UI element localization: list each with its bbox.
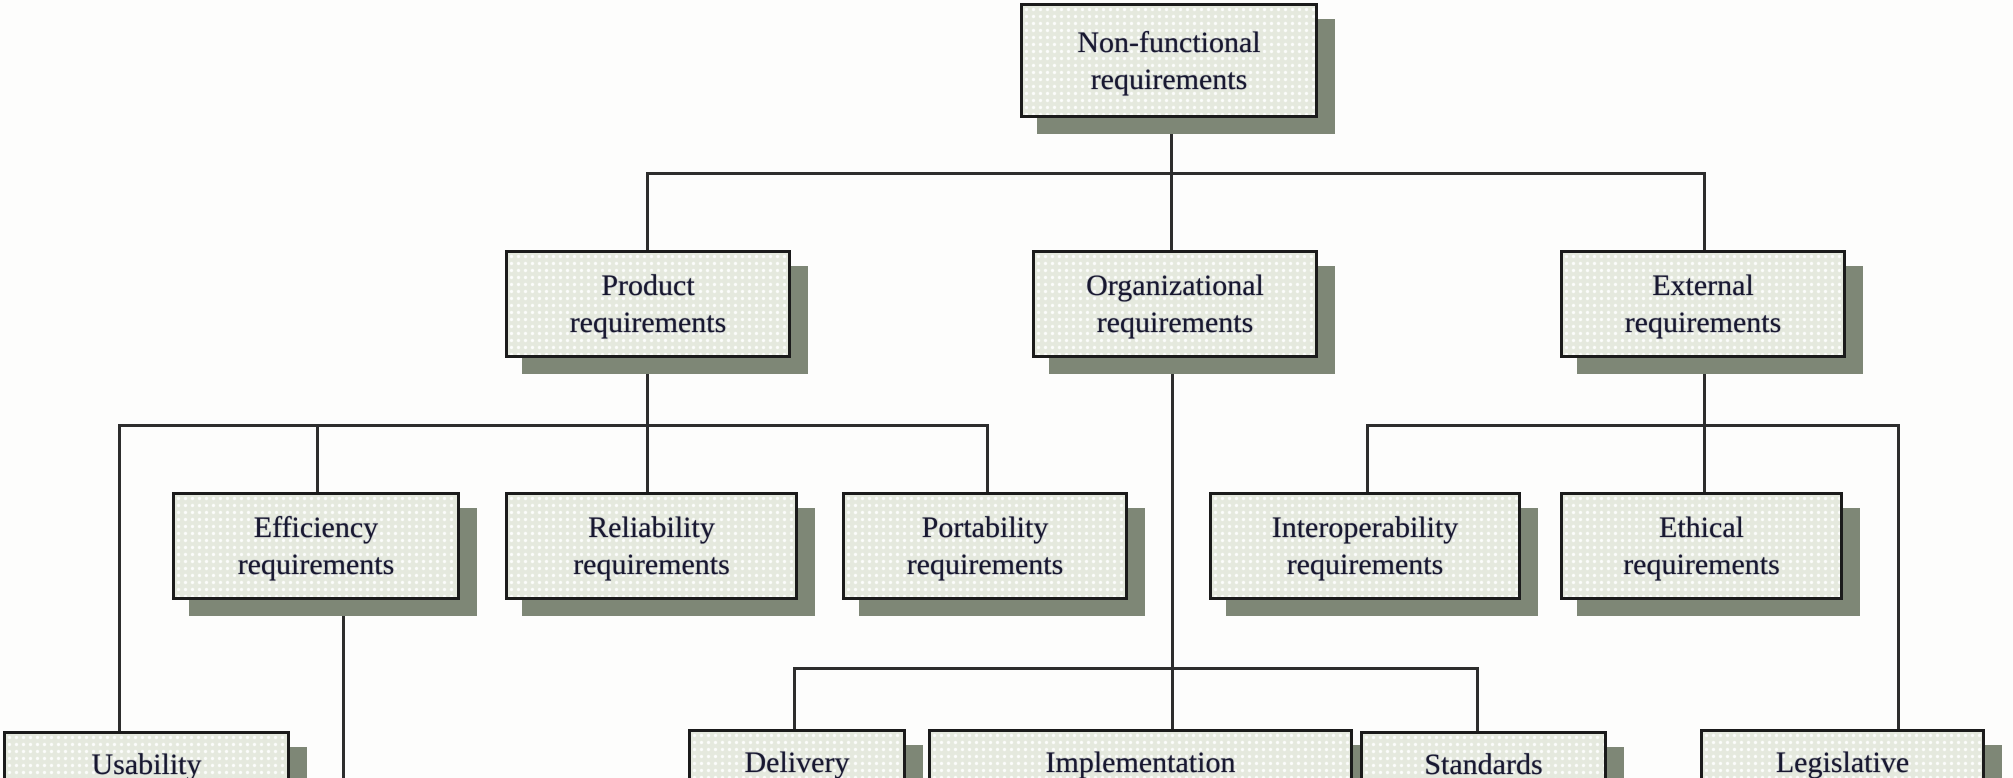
node-interoperability-requirements: Interoperability requirements: [1209, 492, 1521, 600]
node-portability-requirements: Portability requirements: [842, 492, 1128, 600]
connector-h-level1: [648, 172, 1706, 175]
node-label: Non-functional: [1077, 25, 1261, 59]
connector-v-to-delivery: [793, 667, 796, 732]
node-ethical-requirements: Ethical requirements: [1560, 492, 1843, 600]
node-reliability-requirements: Reliability requirements: [505, 492, 798, 600]
node-label: requirements: [569, 306, 727, 339]
connector-v-organizational-to-implementation: [1171, 358, 1174, 732]
node-label: Implementation: [1045, 746, 1236, 778]
node-label: External: [1652, 269, 1754, 302]
connector-v-to-usability: [118, 424, 121, 733]
node-label: requirements: [1096, 306, 1254, 339]
node-label: requirements: [573, 548, 730, 581]
node-delivery-requirements: Delivery: [688, 729, 906, 778]
connector-v-to-portability: [986, 424, 989, 494]
connector-h-product-children: [118, 424, 989, 427]
connector-v-to-interoperability: [1366, 424, 1369, 494]
connector-v-product-to-reliability: [646, 358, 649, 494]
node-organizational-requirements: Organizational requirements: [1032, 250, 1318, 358]
node-usability-requirements: Usability: [3, 731, 290, 778]
connector-v-to-efficiency: [316, 424, 319, 494]
node-efficiency-requirements: Efficiency requirements: [172, 492, 460, 600]
node-label: Standards: [1424, 748, 1543, 778]
node-implementation-requirements: Implementation: [928, 729, 1353, 778]
node-label: Reliability: [588, 511, 715, 544]
node-label: Usability: [91, 748, 202, 778]
node-product-requirements: Product requirements: [505, 250, 791, 358]
node-label: Legislative: [1775, 746, 1910, 778]
node-label: Efficiency: [253, 511, 379, 544]
connector-v-to-standards: [1476, 667, 1479, 733]
node-label: Portability: [921, 511, 1049, 544]
node-label: requirements: [1286, 548, 1444, 581]
node-standards-requirements: Standards: [1360, 731, 1607, 778]
node-label: Delivery: [744, 746, 850, 778]
node-label: requirements: [237, 548, 395, 581]
connector-h-external-children: [1366, 424, 1900, 427]
node-label: requirements: [1624, 306, 1782, 339]
node-label: Interoperability: [1271, 511, 1459, 544]
node-label: requirements: [1623, 548, 1780, 581]
connector-v-efficiency-children-cutoff: [342, 598, 345, 778]
node-external-requirements: External requirements: [1560, 250, 1846, 358]
node-non-functional-requirements: Non-functional requirements: [1020, 3, 1318, 118]
connector-v-root-to-organizational: [1170, 118, 1173, 252]
node-label: requirements: [906, 548, 1064, 581]
node-label: Product: [601, 269, 695, 302]
connector-v-external-to-ethical: [1703, 358, 1706, 494]
connector-v-to-legislative: [1897, 424, 1900, 731]
node-label: Organizational: [1086, 269, 1264, 302]
node-label: Ethical: [1659, 511, 1744, 544]
node-label: requirements: [1090, 62, 1248, 96]
node-legislative-requirements: Legislative: [1700, 729, 1985, 778]
connector-v-to-external: [1703, 172, 1706, 252]
connector-h-organizational-children: [793, 667, 1479, 670]
connector-v-to-product: [646, 172, 649, 252]
